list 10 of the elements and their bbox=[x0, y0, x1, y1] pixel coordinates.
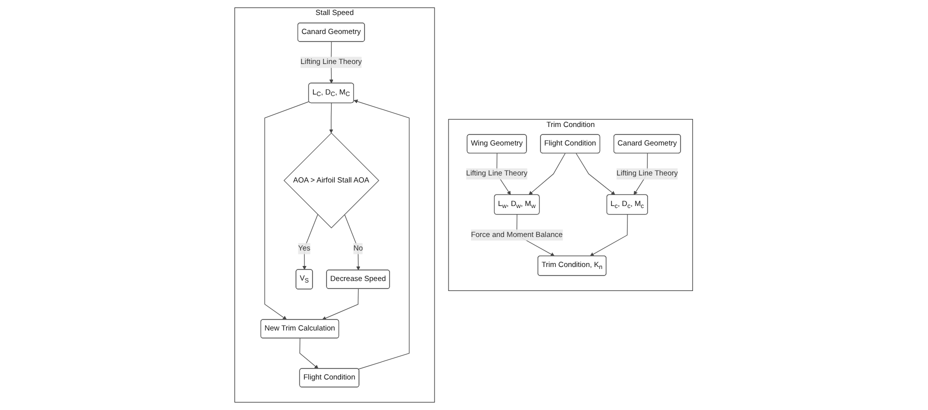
arrow bbox=[354, 100, 410, 370]
arrow bbox=[576, 153, 616, 196]
arrow bbox=[590, 214, 628, 256]
arrow bbox=[329, 102, 334, 134]
arrow bbox=[344, 214, 361, 270]
arrow bbox=[302, 214, 318, 270]
arrow bbox=[528, 153, 566, 196]
arrow bbox=[264, 101, 310, 320]
arrow bbox=[322, 288, 359, 320]
arrow bbox=[300, 338, 319, 369]
